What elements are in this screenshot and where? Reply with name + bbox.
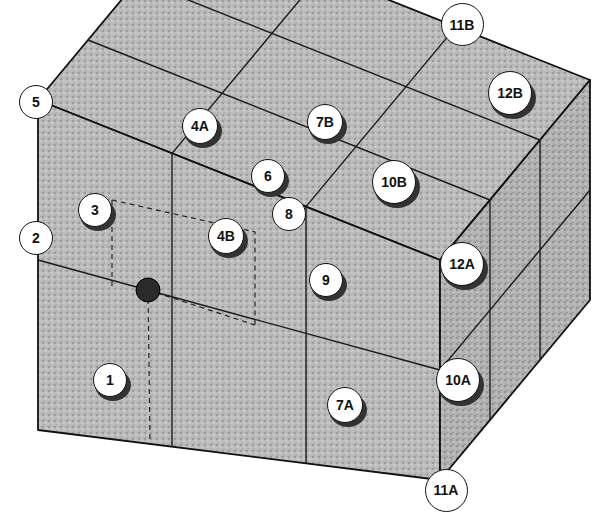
corner-dot [136, 278, 160, 302]
cube-edge-line [305, 207, 306, 464]
callout-number: 5 [19, 85, 53, 119]
callout-number: 12A [440, 242, 484, 286]
cube-edge-line [440, 190, 590, 370]
callout-number: 8 [272, 197, 306, 231]
hidden-edge-line [112, 200, 255, 325]
callout-number: 11A [425, 469, 468, 512]
hidden-edge-line [148, 290, 255, 325]
callout-number: 4B [208, 218, 244, 254]
cube-edge-line [38, 260, 440, 370]
callout-number: 7B [307, 104, 343, 140]
callout-number: 1 [93, 363, 127, 397]
callout-number: 6 [251, 159, 285, 193]
callout-number: 12B [488, 71, 532, 115]
callout-number: 11B [441, 3, 484, 46]
cube-edge-line [306, 27, 456, 207]
callout-number: 10B [372, 160, 416, 204]
callout-number: 7A [327, 387, 363, 423]
cube-edge-line [171, 153, 172, 446]
callout-number: 3 [78, 193, 112, 227]
cube-edge-line [88, 40, 490, 200]
callout-number: 9 [309, 263, 343, 297]
front-face [38, 100, 440, 480]
callout-number: 2 [19, 221, 53, 255]
hidden-edge-line [148, 290, 150, 440]
callout-number: 4A [182, 108, 218, 144]
side-face [440, 80, 590, 480]
callout-number: 10A [436, 358, 480, 402]
